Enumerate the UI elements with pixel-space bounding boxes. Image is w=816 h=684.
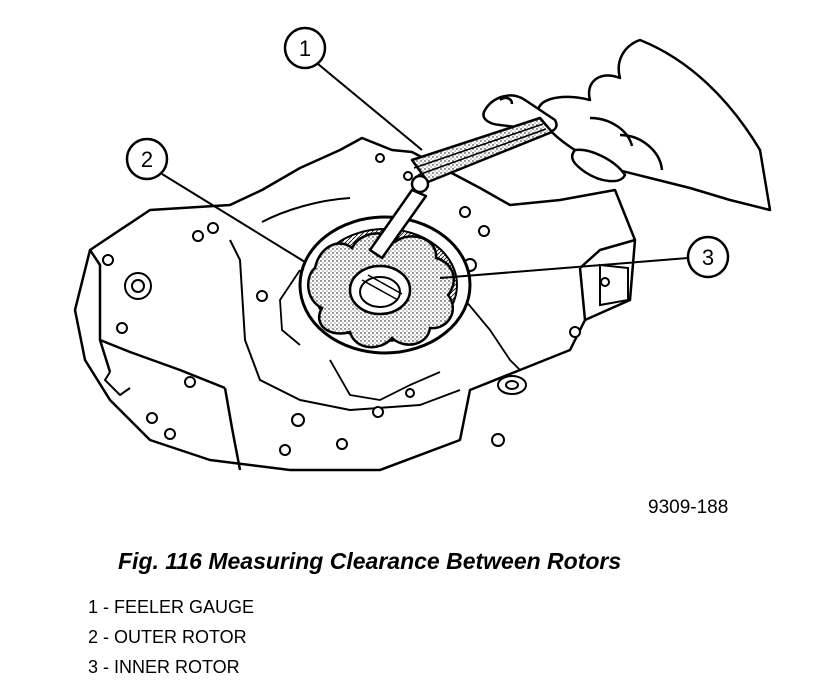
callout-1-number: 1 — [299, 36, 311, 61]
feeler-gauge — [368, 116, 554, 260]
legend-item-inner-rotor: 3 - INNER ROTOR — [88, 657, 240, 677]
callout-3: 3 — [439, 235, 730, 279]
legend: 1 - FEELER GAUGE 2 - OUTER ROTOR 3 - INN… — [88, 592, 254, 682]
pump-illustration: 1 2 3 — [73, 26, 772, 472]
callout-2-number: 2 — [141, 147, 153, 172]
inner-rotor — [307, 232, 455, 349]
figure-id: 9309-188 — [648, 497, 729, 518]
callout-3-number: 3 — [702, 245, 714, 270]
legend-item-feeler-gauge: 1 - FEELER GAUGE — [88, 597, 255, 617]
legend-item-outer-rotor: 2 - OUTER ROTOR — [88, 627, 247, 647]
callout-1: 1 — [283, 26, 423, 151]
figure-caption: Fig. 116 Measuring Clearance Between Rot… — [118, 548, 622, 574]
callout-2: 2 — [125, 137, 306, 263]
